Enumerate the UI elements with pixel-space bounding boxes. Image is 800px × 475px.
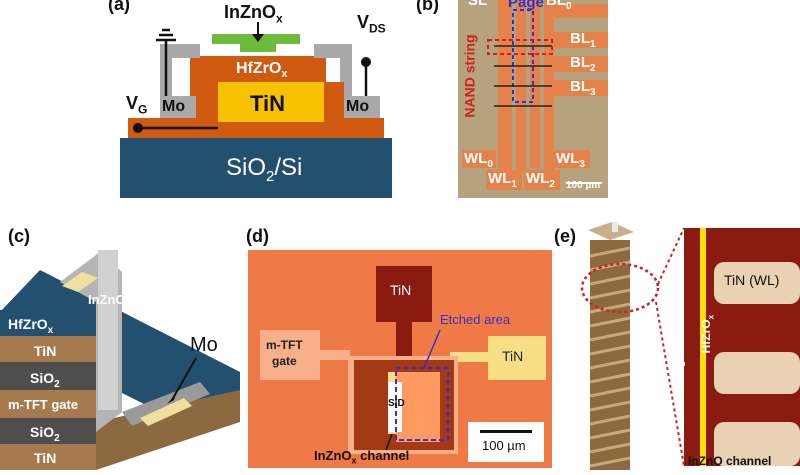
- panel-d: (d) TiN Etched area m-TFT gate TiN S|D 1…: [240, 222, 556, 470]
- page-label: Page: [508, 0, 544, 11]
- etched-area-label: Etched area: [440, 312, 511, 327]
- mo-left-block: [160, 96, 196, 118]
- substrate-label: SiO2/Si: [226, 154, 303, 185]
- hzo-e-label: HfZrOx: [699, 314, 716, 354]
- channel-c-label: InZnOx: [88, 292, 131, 310]
- vg-label: VG: [126, 93, 148, 117]
- panel-c-label: (c): [8, 226, 30, 246]
- channel-label: InZnOx: [224, 2, 283, 26]
- panel-b-micrograph: [458, 0, 608, 198]
- tin-wl-label: TiN (WL): [724, 272, 780, 288]
- panel-c: (c) InZnOx Mo HfZrOx TiN SiO2 m-TFT gate…: [0, 222, 250, 470]
- hzo-inner: [200, 58, 314, 82]
- mo-right-block: [344, 96, 380, 118]
- hzo-label: HfZrOx: [236, 60, 288, 81]
- panel-e-label: (e): [554, 226, 576, 246]
- panel-e-schematic: [580, 222, 800, 470]
- panel-d-scale: 100 µm: [482, 438, 526, 453]
- layer-label-0: HfZrOx: [8, 316, 54, 336]
- bottom-channel-label: InZnO channel: [688, 454, 772, 468]
- panel-c-schematic: [0, 250, 240, 470]
- vds-label: VDS: [357, 12, 386, 36]
- sl-label: SL: [468, 0, 488, 9]
- tin-top-label: TiN: [390, 282, 412, 298]
- panel-a-label: (a): [108, 0, 130, 14]
- mo-left-label: Mo: [162, 98, 186, 115]
- filler-label: SiO2 filler: [670, 333, 688, 388]
- mo-right-label: Mo: [346, 98, 370, 115]
- wl0-label: WL0: [464, 150, 493, 170]
- mtft-gate-label-1: m-TFT: [266, 338, 303, 352]
- wl1-label: WL1: [488, 170, 517, 190]
- panel-e: (e) TiN (WL) SiO2 filler HfZrOx InZnO ch…: [554, 222, 800, 470]
- wl3-label: WL3: [556, 150, 585, 170]
- panel-d-micrograph: [248, 250, 552, 468]
- mo-left-shape: [160, 34, 238, 118]
- tin-gate-label: TiN: [250, 91, 286, 116]
- layer-label-5: TiN: [34, 450, 57, 466]
- bl0-label: BL0: [546, 0, 572, 12]
- layer-label-4: SiO2: [30, 424, 60, 444]
- panel-b-label: (b): [416, 0, 439, 14]
- nand-string-label: NAND string: [461, 34, 478, 118]
- panel-b-scale: 100 µm: [566, 180, 601, 191]
- tin-right-label: TiN: [502, 348, 524, 364]
- substrate-block: [120, 138, 392, 198]
- mo-c-label: Mo: [190, 334, 218, 356]
- panel-a: (a) InZnOx VDS VG HfZrOx Mo Mo TiN SiO2/…: [0, 0, 420, 210]
- panel-b: (b) SL Page BL0 NAND string BL1 BL2 BL3 …: [416, 0, 608, 198]
- panel-d-label: (d): [246, 226, 269, 246]
- mtft-gate-label-2: gate: [272, 354, 297, 368]
- mo-right-shape: [276, 34, 352, 118]
- bl2-label: BL2: [570, 54, 596, 74]
- wl2-label: WL2: [526, 170, 555, 190]
- layer-label-1: TiN: [34, 343, 57, 359]
- channel-green: [212, 34, 300, 52]
- sd-label: S|D: [388, 398, 405, 409]
- panel-a-schematic: [120, 22, 392, 198]
- layer-label-3: m-TFT gate: [8, 397, 79, 412]
- layer-label-2: SiO2: [30, 370, 60, 390]
- bl3-label: BL3: [570, 78, 596, 98]
- channel-d-label: InZnOx channel: [314, 448, 410, 466]
- tin-gate-block: [218, 82, 324, 122]
- bl1-label: BL1: [570, 30, 596, 50]
